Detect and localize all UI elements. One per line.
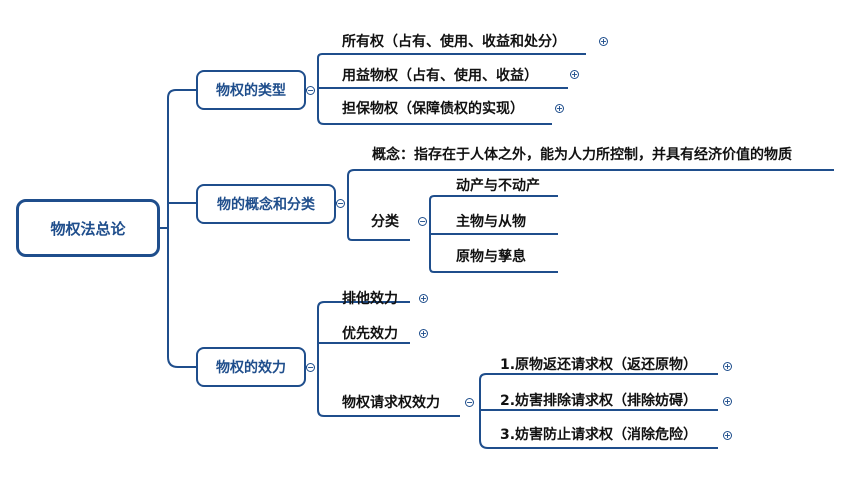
expand-icon[interactable]: + xyxy=(723,362,732,371)
leaf-claim-return[interactable]: 1.原物返还请求权（返还原物） xyxy=(500,357,698,373)
leaf-security[interactable]: 担保物权（保障债权的实现） xyxy=(342,101,524,117)
expand-icon[interactable]: + xyxy=(599,37,608,46)
branch-node-concept[interactable]: 物的概念和分类 xyxy=(196,184,336,224)
expand-icon[interactable]: + xyxy=(723,431,732,440)
leaf-exclusive[interactable]: 排他效力 xyxy=(342,291,398,307)
classification-label[interactable]: 分类 xyxy=(371,214,399,230)
leaf-priority[interactable]: 优先效力 xyxy=(342,326,398,342)
branch-node-effects[interactable]: 物权的效力 xyxy=(196,347,306,387)
collapse-icon[interactable]: − xyxy=(465,398,474,407)
leaf-claim-removal[interactable]: 2.妨害排除请求权（排除妨碍） xyxy=(500,393,698,409)
collapse-icon[interactable]: − xyxy=(336,199,345,208)
concept-text: 概念：指存在于人体之外，能为人力所控制，并具有经济价值的物质 xyxy=(372,147,792,163)
expand-icon[interactable]: + xyxy=(555,104,564,113)
collapse-icon[interactable]: − xyxy=(306,363,315,372)
leaf-usufruct[interactable]: 用益物权（占有、使用、收益） xyxy=(342,68,538,84)
claims-label[interactable]: 物权请求权效力 xyxy=(342,395,440,411)
leaf-ownership[interactable]: 所有权（占有、使用、收益和处分） xyxy=(342,34,566,50)
leaf-claim-prevention[interactable]: 3.妨害防止请求权（消除危险） xyxy=(500,427,698,443)
expand-icon[interactable]: + xyxy=(570,70,579,79)
collapse-icon[interactable]: − xyxy=(418,217,427,226)
expand-icon[interactable]: + xyxy=(419,329,428,338)
leaf-principal[interactable]: 主物与从物 xyxy=(456,214,526,230)
branch-node-types[interactable]: 物权的类型 xyxy=(196,70,306,110)
collapse-icon[interactable]: − xyxy=(306,86,315,95)
leaf-movable[interactable]: 动产与不动产 xyxy=(456,178,540,194)
expand-icon[interactable]: + xyxy=(419,294,428,303)
leaf-original[interactable]: 原物与孳息 xyxy=(456,249,526,265)
expand-icon[interactable]: + xyxy=(723,397,732,406)
root-node[interactable]: 物权法总论 xyxy=(16,199,160,257)
